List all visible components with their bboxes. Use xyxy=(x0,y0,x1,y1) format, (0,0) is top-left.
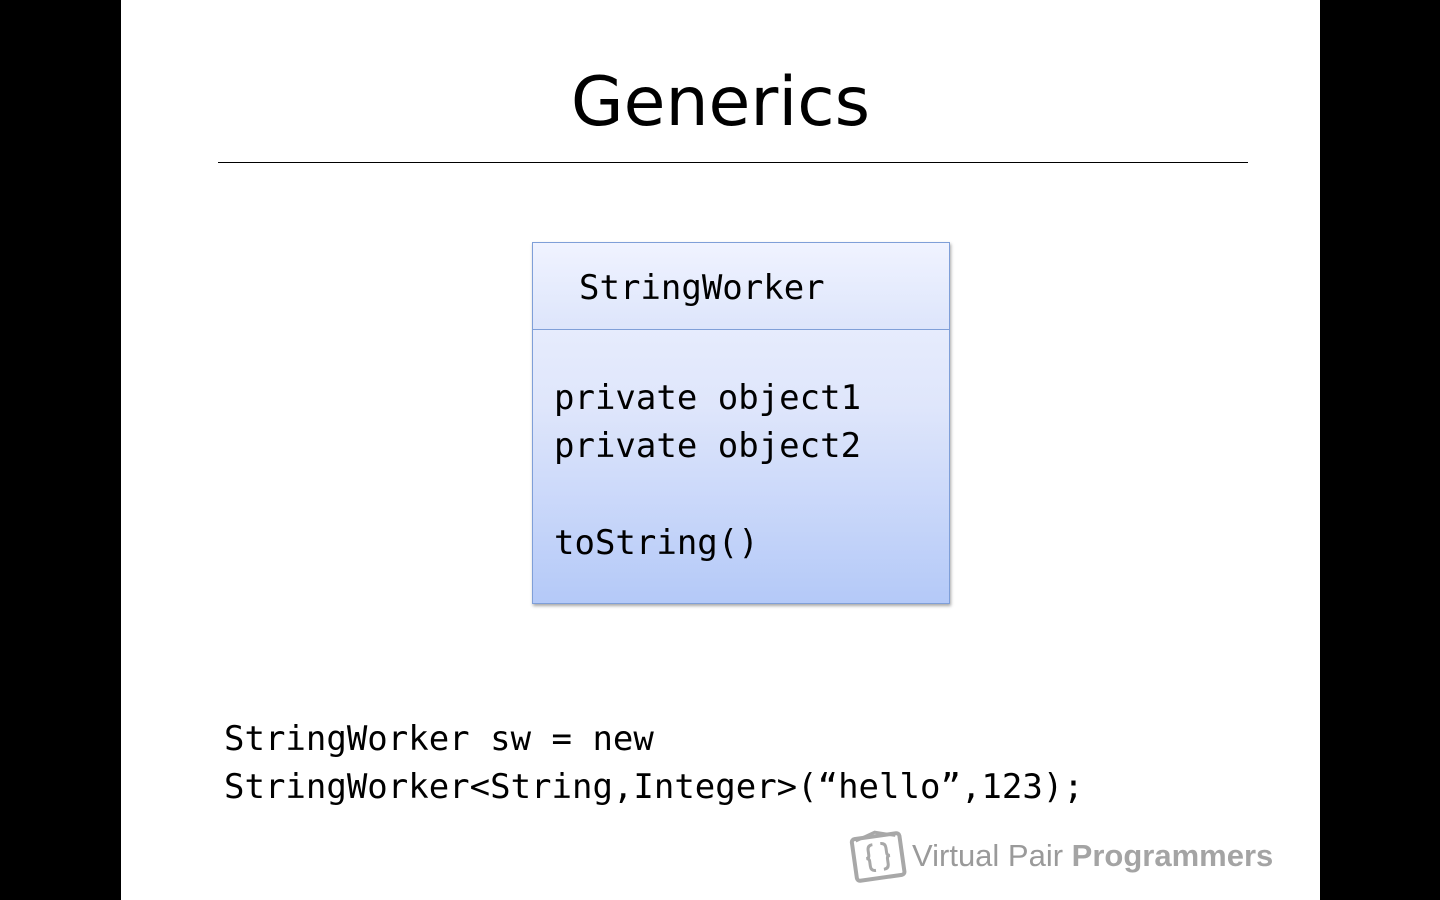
curly-braces-logo-icon xyxy=(849,830,907,883)
uml-class-header: StringWorker xyxy=(533,243,949,330)
code-line: StringWorker<String,Integer>(“hello”,123… xyxy=(224,767,1084,807)
slide: Generics StringWorker private object1 pr… xyxy=(121,0,1320,900)
brand-logo: Virtual Pair Programmers xyxy=(848,828,1288,884)
slide-title: Generics xyxy=(570,63,871,142)
uml-field: private object2 xyxy=(554,426,862,466)
logo-text-bold: Programmers xyxy=(1071,838,1274,873)
logo-text-light: Virtual Pair xyxy=(912,838,1072,873)
title-divider xyxy=(218,162,1248,163)
uml-method: toString() xyxy=(554,523,759,563)
logo-text: Virtual Pair Programmers xyxy=(912,836,1273,876)
code-line: StringWorker sw = new xyxy=(224,719,654,759)
uml-field: private object1 xyxy=(554,378,862,418)
uml-class-name: StringWorker xyxy=(579,268,825,308)
uml-class-diagram: StringWorker private object1 private obj… xyxy=(532,242,950,604)
